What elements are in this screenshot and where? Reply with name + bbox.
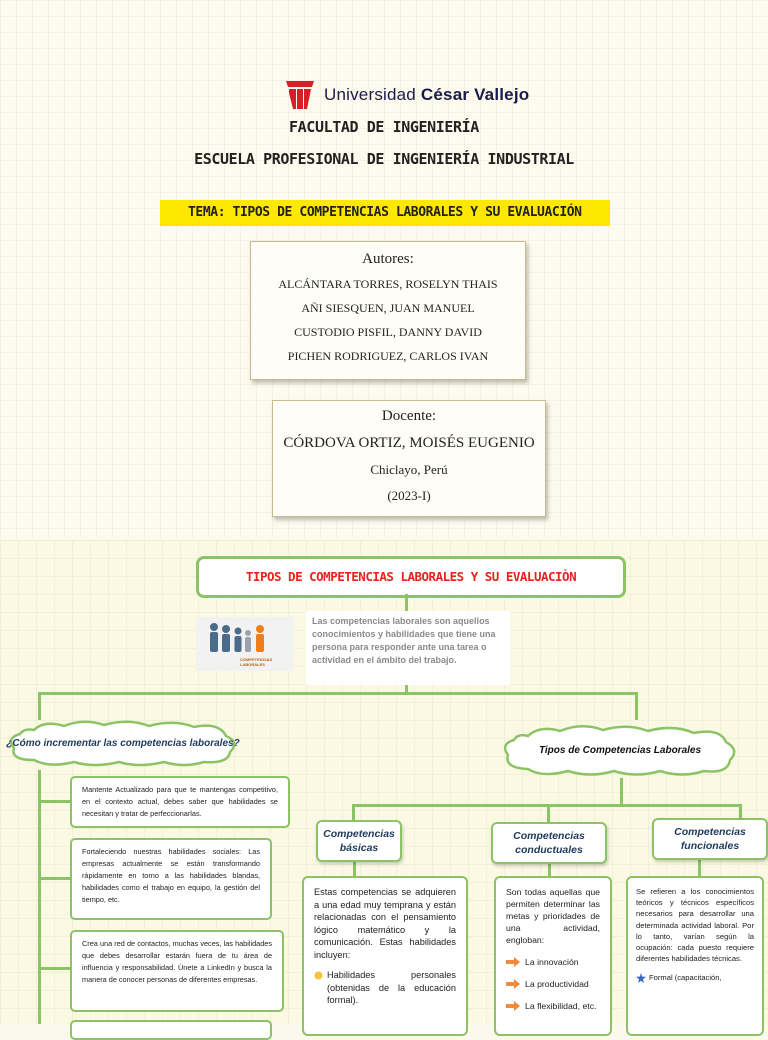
author-name: PICHEN RODRIGUEZ, CARLOS IVAN (287, 349, 489, 363)
faculty-title: FACULTAD DE INGENIERÍA (289, 118, 479, 136)
connector-line (38, 692, 41, 720)
author-name: AÑI SIESQUEN, JUAN MANUEL (301, 301, 475, 315)
connector-line (548, 862, 551, 878)
left-item-text: Mantente Actualizado para que te manteng… (82, 785, 278, 818)
connector-line (698, 860, 701, 878)
left-item-card: Crea una red de contactos, muchas veces,… (70, 930, 284, 1012)
basic-competencies-title: Competencias básicas (316, 820, 402, 862)
cover-page: Universidad César Vallejo FACULTAD DE IN… (0, 0, 768, 538)
right-cloud: Tipos de Competencias Laborales (498, 722, 742, 778)
conductual-bullet: La innovación (506, 956, 600, 968)
teacher-box: Docente: CÓRDOVA ORTIZ, MOISÉS EUGENIO C… (272, 400, 546, 517)
connector-line (353, 859, 356, 878)
functional-competencies-title: Competencias funcionales (652, 818, 768, 860)
place: Chiclayo, Perú (370, 462, 448, 477)
connector-line (38, 800, 70, 803)
illustration-caption: COMPETENCIAS LABORALES (240, 657, 273, 667)
basic-bullet-text: Habilidades personales (obtenidas de la … (327, 970, 456, 1005)
teacher-name: CÓRDOVA ORTIZ, MOISÉS EUGENIO (283, 435, 535, 451)
blue-star-icon (636, 973, 646, 984)
cloud-shape-icon (503, 725, 736, 776)
connector-line (38, 770, 41, 1024)
left-item-text: Fortaleciendo nuestras habilidades socia… (82, 847, 260, 904)
connector-line (739, 804, 742, 818)
conductual-bullet-text: La flexibilidad, etc. (525, 1001, 597, 1011)
connector-line (635, 692, 638, 720)
connector-line (38, 967, 70, 970)
orange-arrow-icon (506, 1001, 520, 1011)
author-name: CUSTODIO PISFIL, DANNY DAVID (294, 325, 482, 339)
teacher-label: Docente: (381, 408, 437, 424)
logo-name: Universidad (324, 85, 416, 104)
university-logo: Universidad César Vallejo (284, 78, 529, 112)
yellow-dot-icon (314, 971, 323, 980)
left-item-card: Mantente Actualizado para que te manteng… (70, 776, 290, 828)
left-item-card: Fortaleciendo nuestras habilidades socia… (70, 838, 272, 920)
conductual-competencies-title: Competencias conductuales (491, 822, 607, 864)
people-figures-icon (210, 623, 264, 652)
conductual-competencies-body: Son todas aquellas que permiten determin… (494, 876, 612, 1036)
connector-line (620, 778, 623, 806)
topic-banner: TEMA: TIPOS DE COMPETENCIAS LABORALES Y … (160, 200, 610, 226)
logo-name-bold: César Vallejo (420, 85, 530, 104)
left-item-card (70, 1020, 272, 1040)
connector-line (38, 692, 638, 695)
conductual-description: Son todas aquellas que permiten determin… (506, 887, 600, 945)
cloud-shape-icon (9, 720, 236, 767)
connector-line (547, 804, 550, 822)
basic-competencies-body: Estas competencias se adquieren a una ed… (302, 876, 468, 1036)
map-title: TIPOS DE COMPETENCIAS LABORALES Y SU EVA… (196, 556, 626, 598)
orange-arrow-icon (506, 979, 520, 989)
author-name: ALCÁNTARA TORRES, ROSELYN THAIS (278, 277, 498, 291)
basic-description: Estas competencias se adquieren a una ed… (314, 887, 456, 960)
conductual-bullet-text: La innovación (525, 957, 579, 967)
orange-arrow-icon (506, 957, 520, 967)
functional-competencies-body: Se refieren a los conocimientos teóricos… (626, 876, 764, 1036)
conductual-bullet: La productividad (506, 978, 600, 990)
conductual-bullet-text: La productividad (525, 979, 589, 989)
school-title: ESCUELA PROFESIONAL DE INGENIERÍA INDUST… (194, 150, 574, 168)
functional-bullet-text: Formal (capacitación, (649, 973, 722, 983)
conductual-bullet: La flexibilidad, etc. (506, 1000, 600, 1012)
left-item-text: Crea una red de contactos, muchas veces,… (82, 939, 272, 984)
left-cloud-text: ¿Cómo incrementar las competencias labor… (6, 737, 240, 749)
period: (2023-I) (387, 488, 431, 503)
authors-box: Autores: ALCÁNTARA TORRES, ROSELYN THAIS… (250, 241, 526, 380)
intro-definition: Las competencias laborales son aquellos … (306, 611, 510, 685)
competencies-illustration: COMPETENCIAS LABORALES (196, 617, 294, 671)
authors-label: Autores: (362, 251, 414, 267)
basic-bullet: Habilidades personales (obtenidas de la … (314, 969, 456, 1007)
functional-description: Se refieren a los conocimientos teóricos… (636, 887, 754, 964)
connector-line (38, 877, 70, 880)
left-cloud: ¿Cómo incrementar las competencias labor… (4, 718, 242, 768)
connector-line (352, 804, 355, 820)
functional-bullet: Formal (capacitación, (636, 972, 754, 984)
university-shield-icon (286, 81, 314, 109)
right-cloud-text: Tipos de Competencias Laborales (538, 744, 702, 756)
